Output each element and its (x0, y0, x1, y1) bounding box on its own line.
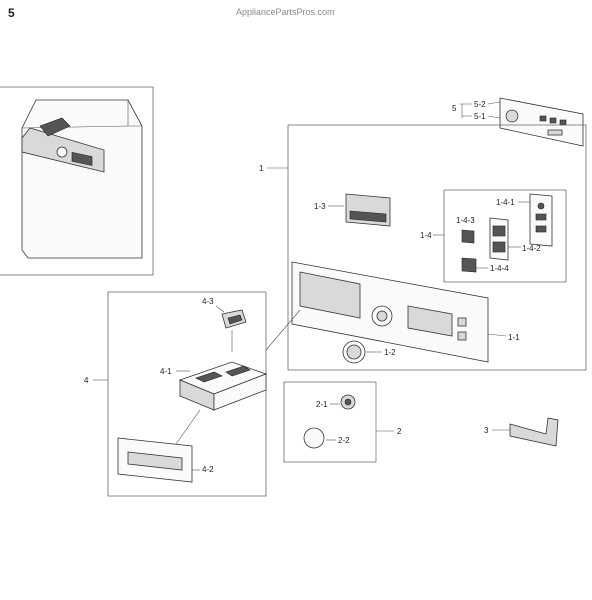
bracket (509, 417, 559, 447)
washer-body (21, 99, 143, 259)
group-2-knob: 2 2-1 2-2 (283, 381, 402, 463)
pcb-encoder (505, 109, 519, 123)
washer-dispenser (39, 117, 71, 137)
group-5-pcb: 5 5-2 5-1 (452, 97, 584, 147)
callout-1: 1 (259, 164, 264, 173)
callout-5: 5 (452, 104, 457, 113)
callout-1-4-4: 1-4-4 (490, 264, 509, 273)
callout-1-3: 1-3 (314, 202, 326, 211)
button-start (461, 257, 477, 273)
display-window-buttons (349, 210, 387, 223)
callout-5-2: 5-2 (474, 100, 486, 109)
drawer-handle-recess (127, 451, 183, 471)
callout-1-4-2: 1-4-2 (522, 244, 541, 253)
callout-4-3: 4-3 (202, 297, 214, 306)
callout-1-2: 1-2 (384, 348, 396, 357)
callout-2-2: 2-2 (338, 436, 350, 445)
washer-display (71, 151, 93, 166)
group-2-frame (283, 381, 376, 463)
knob (303, 427, 325, 449)
callout-2-1: 2-1 (316, 400, 328, 409)
callout-3: 3 (484, 426, 489, 435)
callout-4-2: 4-2 (202, 465, 214, 474)
washer-overview-inset (0, 86, 154, 276)
page-number: 5 (8, 6, 15, 20)
watermark: AppliancePartsPros.com (236, 7, 335, 17)
callout-1-4-3: 1-4-3 (456, 216, 475, 225)
panel-dispenser-opening (299, 271, 361, 319)
group-1-frame (287, 124, 587, 371)
pcb-connector (547, 129, 563, 136)
group-4-leader-to-panel (265, 309, 301, 351)
inset-frame (0, 86, 154, 276)
group-4-frame (107, 291, 267, 497)
pcb-chip-2 (549, 117, 557, 124)
group-1-4-frame (443, 189, 567, 283)
callout-4-1: 4-1 (160, 367, 172, 376)
callout-4: 4 (84, 376, 89, 385)
button-power (461, 229, 475, 244)
washer-dial (56, 146, 68, 158)
callout-2: 2 (397, 427, 402, 436)
callout-5-1: 5-1 (474, 112, 486, 121)
callout-1-4-1: 1-4-1 (496, 198, 515, 207)
group-1-panel-assembly: 1 1-3 1-4 1-4-1 1-4-3 1-4-2 1-4-4 (259, 124, 587, 371)
callout-1-4: 1-4 (420, 231, 432, 240)
panel-display-opening (407, 305, 453, 337)
group-3-bracket: 3 (484, 417, 559, 447)
pcb-chip-3 (559, 119, 567, 126)
pcb-chip-1 (539, 115, 547, 122)
callout-1-1: 1-1 (508, 333, 520, 342)
group-4-dispenser: 4 4-3 4-1 4-2 (84, 291, 301, 497)
button-cluster (489, 217, 509, 261)
